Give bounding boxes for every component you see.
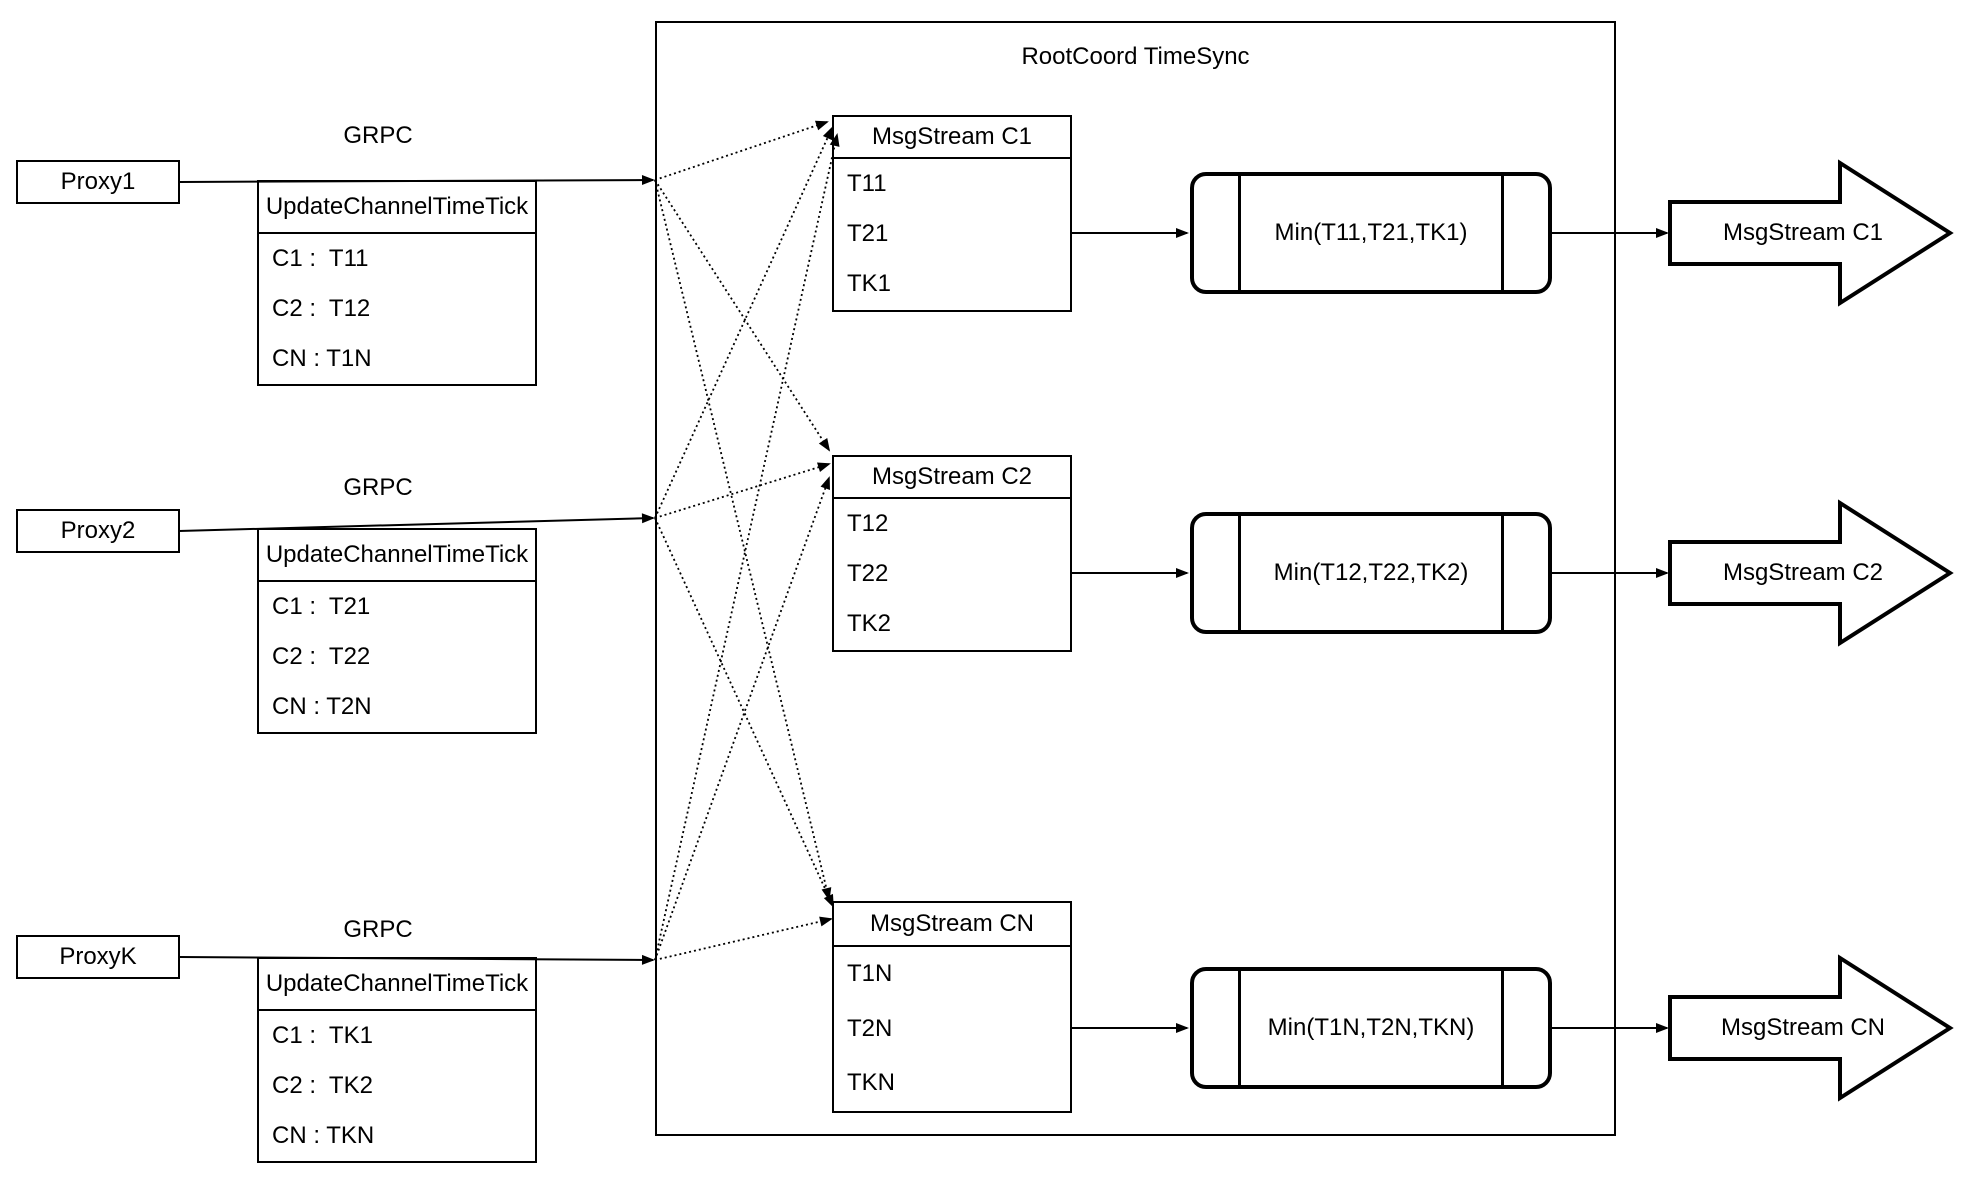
table-row: C2 : TK2 — [272, 1071, 373, 1099]
msgstream-c2-table: MsgStream C2 T12 T22 TK2 — [832, 455, 1072, 652]
table-header: UpdateChannelTimeTick — [259, 182, 535, 234]
msgstream-row: TK1 — [847, 270, 892, 298]
msgstream-row: T22 — [847, 560, 889, 588]
msgstream-table-header: MsgStream C2 — [834, 457, 1070, 499]
rootcoord-title: RootCoord TimeSync — [1021, 43, 1250, 70]
output-arrow-label-c2: MsgStream C2 — [1722, 558, 1884, 586]
table-row: CN : TKN — [272, 1121, 375, 1149]
min-box-label: Min(T11,T21,TK1) — [1274, 218, 1468, 246]
update-channel-timetick-table-3: UpdateChannelTimeTick C1 : TK1 C2 : TK2 … — [257, 957, 537, 1163]
msgstream-row: T1N — [847, 959, 893, 987]
table-header: UpdateChannelTimeTick — [259, 959, 535, 1011]
msgstream-row: TKN — [847, 1069, 895, 1097]
msgstream-row: T2N — [847, 1014, 893, 1042]
grpc-label-3: GRPC — [343, 916, 413, 943]
proxyk-box: ProxyK — [16, 935, 180, 979]
table-row: C2 : T12 — [272, 294, 371, 322]
table-row: CN : T2N — [272, 692, 372, 720]
msgstream-row: T21 — [847, 220, 889, 248]
table-row: CN : T1N — [272, 344, 372, 372]
msgstream-c1-table: MsgStream C1 T11 T21 TK1 — [832, 115, 1072, 312]
table-row: C1 : TK1 — [272, 1021, 373, 1049]
table-row: C1 : T11 — [272, 244, 369, 272]
min-box-label: Min(T1N,T2N,TKN) — [1267, 1013, 1475, 1041]
table-row: C1 : T21 — [272, 592, 371, 620]
min-box-c1: Min(T11,T21,TK1) — [1190, 172, 1552, 294]
msgstream-row: T11 — [847, 169, 887, 197]
output-arrow-label-c1: MsgStream C1 — [1722, 218, 1884, 246]
grpc-label-1: GRPC — [343, 122, 413, 149]
msgstream-table-header: MsgStream C1 — [834, 117, 1070, 159]
proxy1-box: Proxy1 — [16, 160, 180, 204]
proxy2-box: Proxy2 — [16, 509, 180, 553]
msgstream-row: TK2 — [847, 610, 892, 638]
min-box-cn: Min(T1N,T2N,TKN) — [1190, 967, 1552, 1089]
update-channel-timetick-table-1: UpdateChannelTimeTick C1 : T11 C2 : T12 … — [257, 180, 537, 386]
table-row: C2 : T22 — [272, 642, 371, 670]
output-arrow-label-cn: MsgStream CN — [1720, 1013, 1886, 1041]
msgstream-row: T12 — [847, 509, 889, 537]
msgstream-cn-table: MsgStream CN T1N T2N TKN — [832, 901, 1072, 1113]
table-header: UpdateChannelTimeTick — [259, 530, 535, 582]
msgstream-table-header: MsgStream CN — [834, 903, 1070, 947]
min-box-c2: Min(T12,T22,TK2) — [1190, 512, 1552, 634]
min-box-label: Min(T12,T22,TK2) — [1273, 558, 1469, 586]
grpc-label-2: GRPC — [343, 474, 413, 501]
update-channel-timetick-table-2: UpdateChannelTimeTick C1 : T21 C2 : T22 … — [257, 528, 537, 734]
